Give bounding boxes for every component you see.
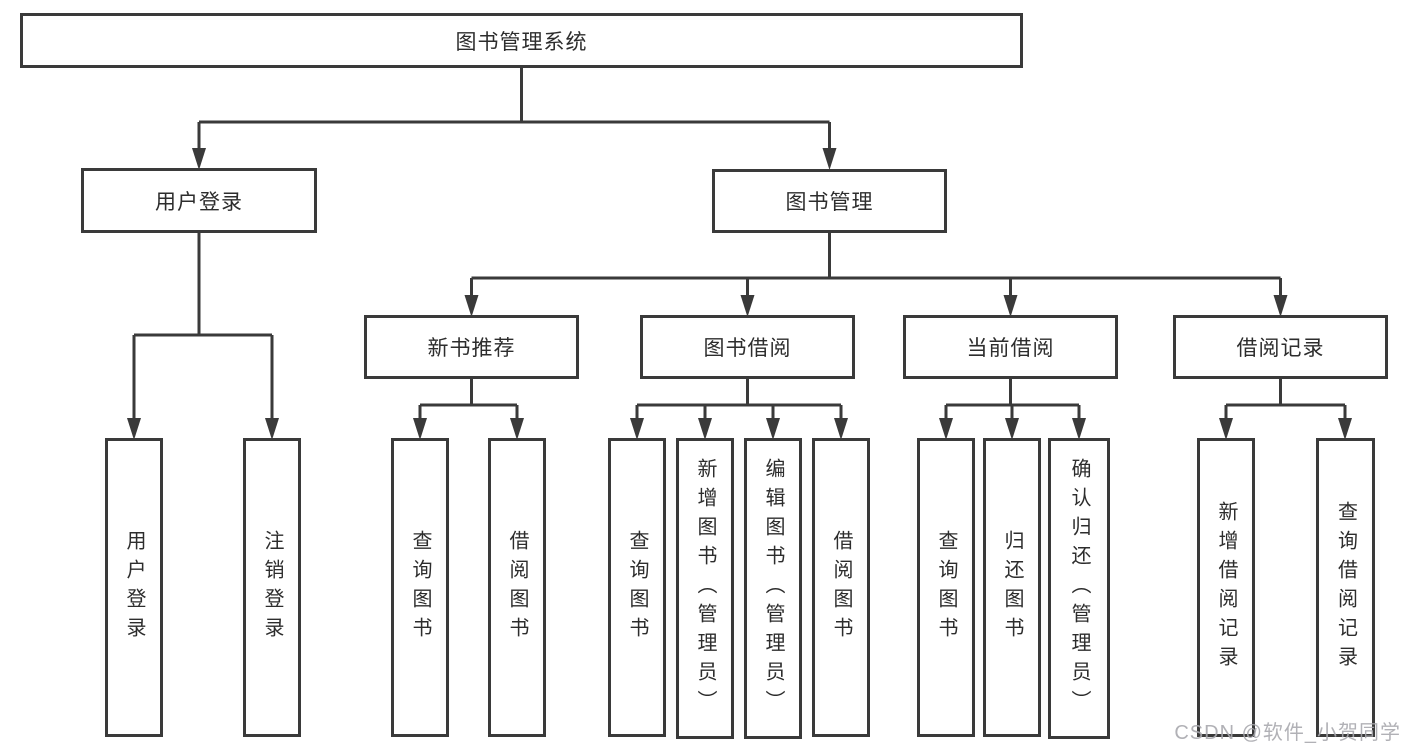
node-label: 查询图书 bbox=[935, 529, 957, 646]
node-label: 借阅图书 bbox=[830, 529, 852, 646]
node-current-borrow: 当前借阅 bbox=[903, 315, 1118, 379]
node-label: 新书推荐 bbox=[427, 337, 516, 360]
node-borrow-records: 借阅记录 bbox=[1173, 315, 1388, 379]
node-label: 当前借阅 bbox=[966, 337, 1055, 360]
leaf-borrow-books: 借阅图书 bbox=[812, 438, 870, 737]
leaf-confirm-return-admin: 确认归还（管理员） bbox=[1048, 438, 1110, 739]
node-user-login: 用户登录 bbox=[81, 168, 317, 233]
node-book-management: 图书管理 bbox=[712, 169, 947, 233]
leaf-query-books-current: 查询图书 bbox=[917, 438, 975, 737]
node-label: 图书借阅 bbox=[703, 337, 792, 360]
node-label: 借阅图书 bbox=[506, 529, 528, 646]
node-label: 归还图书 bbox=[1001, 529, 1023, 646]
csdn-watermark: CSDN @软件_小贺同学 bbox=[1174, 722, 1401, 744]
node-label: 查询借阅记录 bbox=[1334, 500, 1357, 675]
node-label: 确认归还（管理员） bbox=[1068, 458, 1090, 719]
leaf-borrow-books-recommend: 借阅图书 bbox=[488, 438, 546, 737]
leaf-query-books-borrow: 查询图书 bbox=[608, 438, 666, 737]
node-book-borrow: 图书借阅 bbox=[640, 315, 855, 379]
node-label: 注销登录 bbox=[261, 529, 283, 646]
node-label: 用户登录 bbox=[155, 190, 243, 214]
leaf-query-books-recommend: 查询图书 bbox=[391, 438, 449, 737]
arrowhead-icons bbox=[127, 148, 1352, 440]
node-label: 编辑图书（管理员） bbox=[762, 458, 784, 719]
node-root-system: 图书管理系统 bbox=[20, 13, 1023, 68]
node-label: 查询图书 bbox=[409, 529, 431, 646]
leaf-return-books: 归还图书 bbox=[983, 438, 1041, 737]
node-label: 新增借阅记录 bbox=[1215, 500, 1237, 675]
leaf-user-login: 用户登录 bbox=[105, 438, 163, 737]
node-label: 图书管理系统 bbox=[455, 30, 588, 54]
node-label: 借阅记录 bbox=[1236, 337, 1325, 360]
node-new-book-recommend: 新书推荐 bbox=[364, 315, 579, 379]
leaf-query-borrow-record: 查询借阅记录 bbox=[1316, 438, 1375, 737]
node-label: 查询图书 bbox=[626, 529, 648, 646]
leaf-add-books-admin: 新增图书（管理员） bbox=[676, 438, 734, 739]
leaf-add-borrow-record: 新增借阅记录 bbox=[1197, 438, 1255, 737]
node-label: 新增图书（管理员） bbox=[694, 458, 716, 719]
leaf-edit-books-admin: 编辑图书（管理员） bbox=[744, 438, 802, 739]
node-label: 图书管理 bbox=[785, 191, 874, 214]
node-label: 用户登录 bbox=[123, 529, 145, 646]
leaf-logout: 注销登录 bbox=[243, 438, 301, 737]
